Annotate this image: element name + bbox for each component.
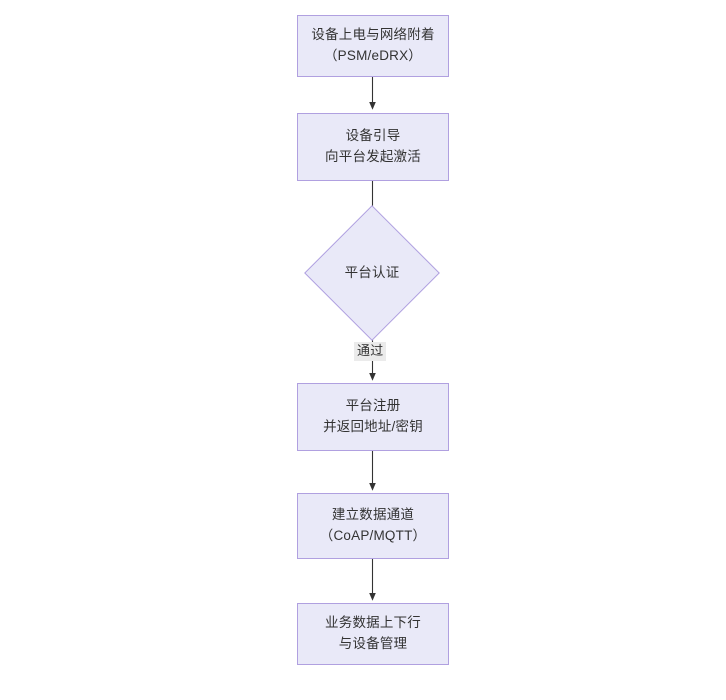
node-label-line1: 设备引导 [345,128,401,144]
node-label-line1: 平台注册 [345,398,401,414]
node-label-line1: 建立数据通道 [331,507,415,523]
edge-label-pass: 通过 [354,342,387,361]
node-label-line2: 并返回地址/密钥 [323,419,423,434]
node-label-line2: （CoAP/MQTT） [319,528,427,543]
node-device-power-on[interactable]: 设备上电与网络附着 （PSM/eDRX） [297,15,449,77]
node-label-line1: 业务数据上下行 [325,615,421,631]
node-establish-data-channel[interactable]: 建立数据通道 （CoAP/MQTT） [297,493,449,559]
node-platform-register[interactable]: 平台注册 并返回地址/密钥 [297,383,449,451]
node-label-line2: （PSM/eDRX） [323,48,423,63]
node-label-line2: 向平台发起激活 [325,149,421,164]
node-label-line1: 设备上电与网络附着 [311,27,435,43]
node-label-line2: 与设备管理 [338,636,408,651]
node-business-data-and-management[interactable]: 业务数据上下行 与设备管理 [297,603,449,665]
node-platform-auth-decision[interactable]: 平台认证 [304,205,440,341]
node-device-bootstrap[interactable]: 设备引导 向平台发起激活 [297,113,449,181]
node-label-line1: 平台认证 [344,264,400,280]
